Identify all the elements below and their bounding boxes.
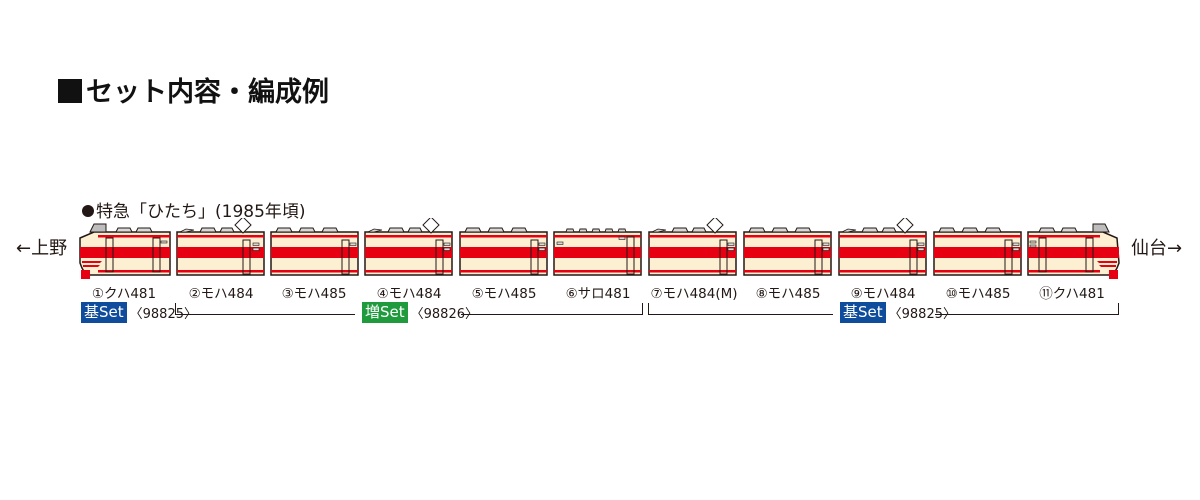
- car-label: ⑨モハ484: [850, 286, 916, 302]
- black-square-icon: [58, 79, 82, 103]
- direction-right: 仙台→: [1131, 238, 1183, 259]
- car-label: ⑤モハ485: [471, 286, 537, 302]
- train-cab-car-icon: [1027, 223, 1120, 279]
- title-text: セット内容・編成例: [86, 77, 329, 108]
- bullet-icon: [82, 205, 94, 217]
- car-11-kuha481: [1027, 218, 1127, 283]
- bracket-tick: [642, 303, 643, 315]
- car-label: ①クハ481: [91, 286, 157, 302]
- train-green-car-icon: [553, 228, 642, 276]
- car-6-saro481: [553, 218, 643, 283]
- car-7-moha484-m: [648, 218, 738, 283]
- train-cab-car-icon: [79, 223, 171, 279]
- car-label: ⑩モハ485: [945, 286, 1011, 302]
- bracket-line-add-left: [175, 314, 355, 315]
- car-2-moha484: [176, 218, 266, 283]
- train-pantograph-car-icon: [648, 218, 737, 276]
- car-label: ⑦モハ484(M): [650, 286, 738, 302]
- car-9-moha484: [838, 218, 928, 283]
- set-code: 〈98826〉: [410, 307, 478, 322]
- car-label: ⑥サロ481: [565, 286, 631, 302]
- train-car-icon: [270, 227, 359, 276]
- car-8-moha485: [743, 218, 833, 283]
- car-label: ②モハ484: [188, 286, 254, 302]
- bracket-line-base-left: [648, 314, 833, 315]
- car-4-moha484: [364, 218, 454, 283]
- bracket-line-base-right: [935, 314, 1119, 315]
- direction-left: ←上野: [16, 238, 68, 259]
- car-label: ⑪クハ481: [1039, 286, 1105, 302]
- bracket-tick: [1118, 303, 1119, 315]
- car-label: ③モハ485: [281, 286, 347, 302]
- train-car-icon: [459, 227, 548, 276]
- base-set-tag: 基Set: [81, 302, 127, 323]
- car-10-moha485: [933, 218, 1023, 283]
- set-code: 〈98825〉: [888, 307, 956, 322]
- bracket-line-add-right: [461, 314, 642, 315]
- page-title: セット内容・編成例: [58, 70, 329, 109]
- car-label: ④モハ484: [376, 286, 442, 302]
- car-label: ⑧モハ485: [755, 286, 821, 302]
- train-pantograph-car-icon: [364, 218, 453, 276]
- bracket-tick: [175, 303, 176, 315]
- train-car-icon: [743, 227, 832, 276]
- formation-name: 特急「ひたち」(1985年頃): [82, 197, 306, 222]
- car-5-moha485: [459, 218, 549, 283]
- formation-name-text: 特急「ひたち」(1985年頃): [96, 202, 306, 222]
- bracket-tick: [648, 303, 649, 315]
- car-3-moha485: [270, 218, 360, 283]
- add-set-tag: 増Set: [362, 302, 408, 323]
- set-badge-add: 増Set 〈98826〉: [362, 302, 478, 323]
- set-badge-base-right: 基Set 〈98825〉: [840, 302, 956, 323]
- car-1-kuha481: [72, 218, 172, 283]
- train-pantograph-car-icon: [176, 218, 265, 276]
- base-set-tag: 基Set: [840, 302, 886, 323]
- set-badge-base-left: 基Set 〈98825〉: [81, 302, 197, 323]
- set-code: 〈98825〉: [129, 307, 197, 322]
- train-car-icon: [933, 227, 1022, 276]
- train-pantograph-car-icon: [838, 218, 927, 276]
